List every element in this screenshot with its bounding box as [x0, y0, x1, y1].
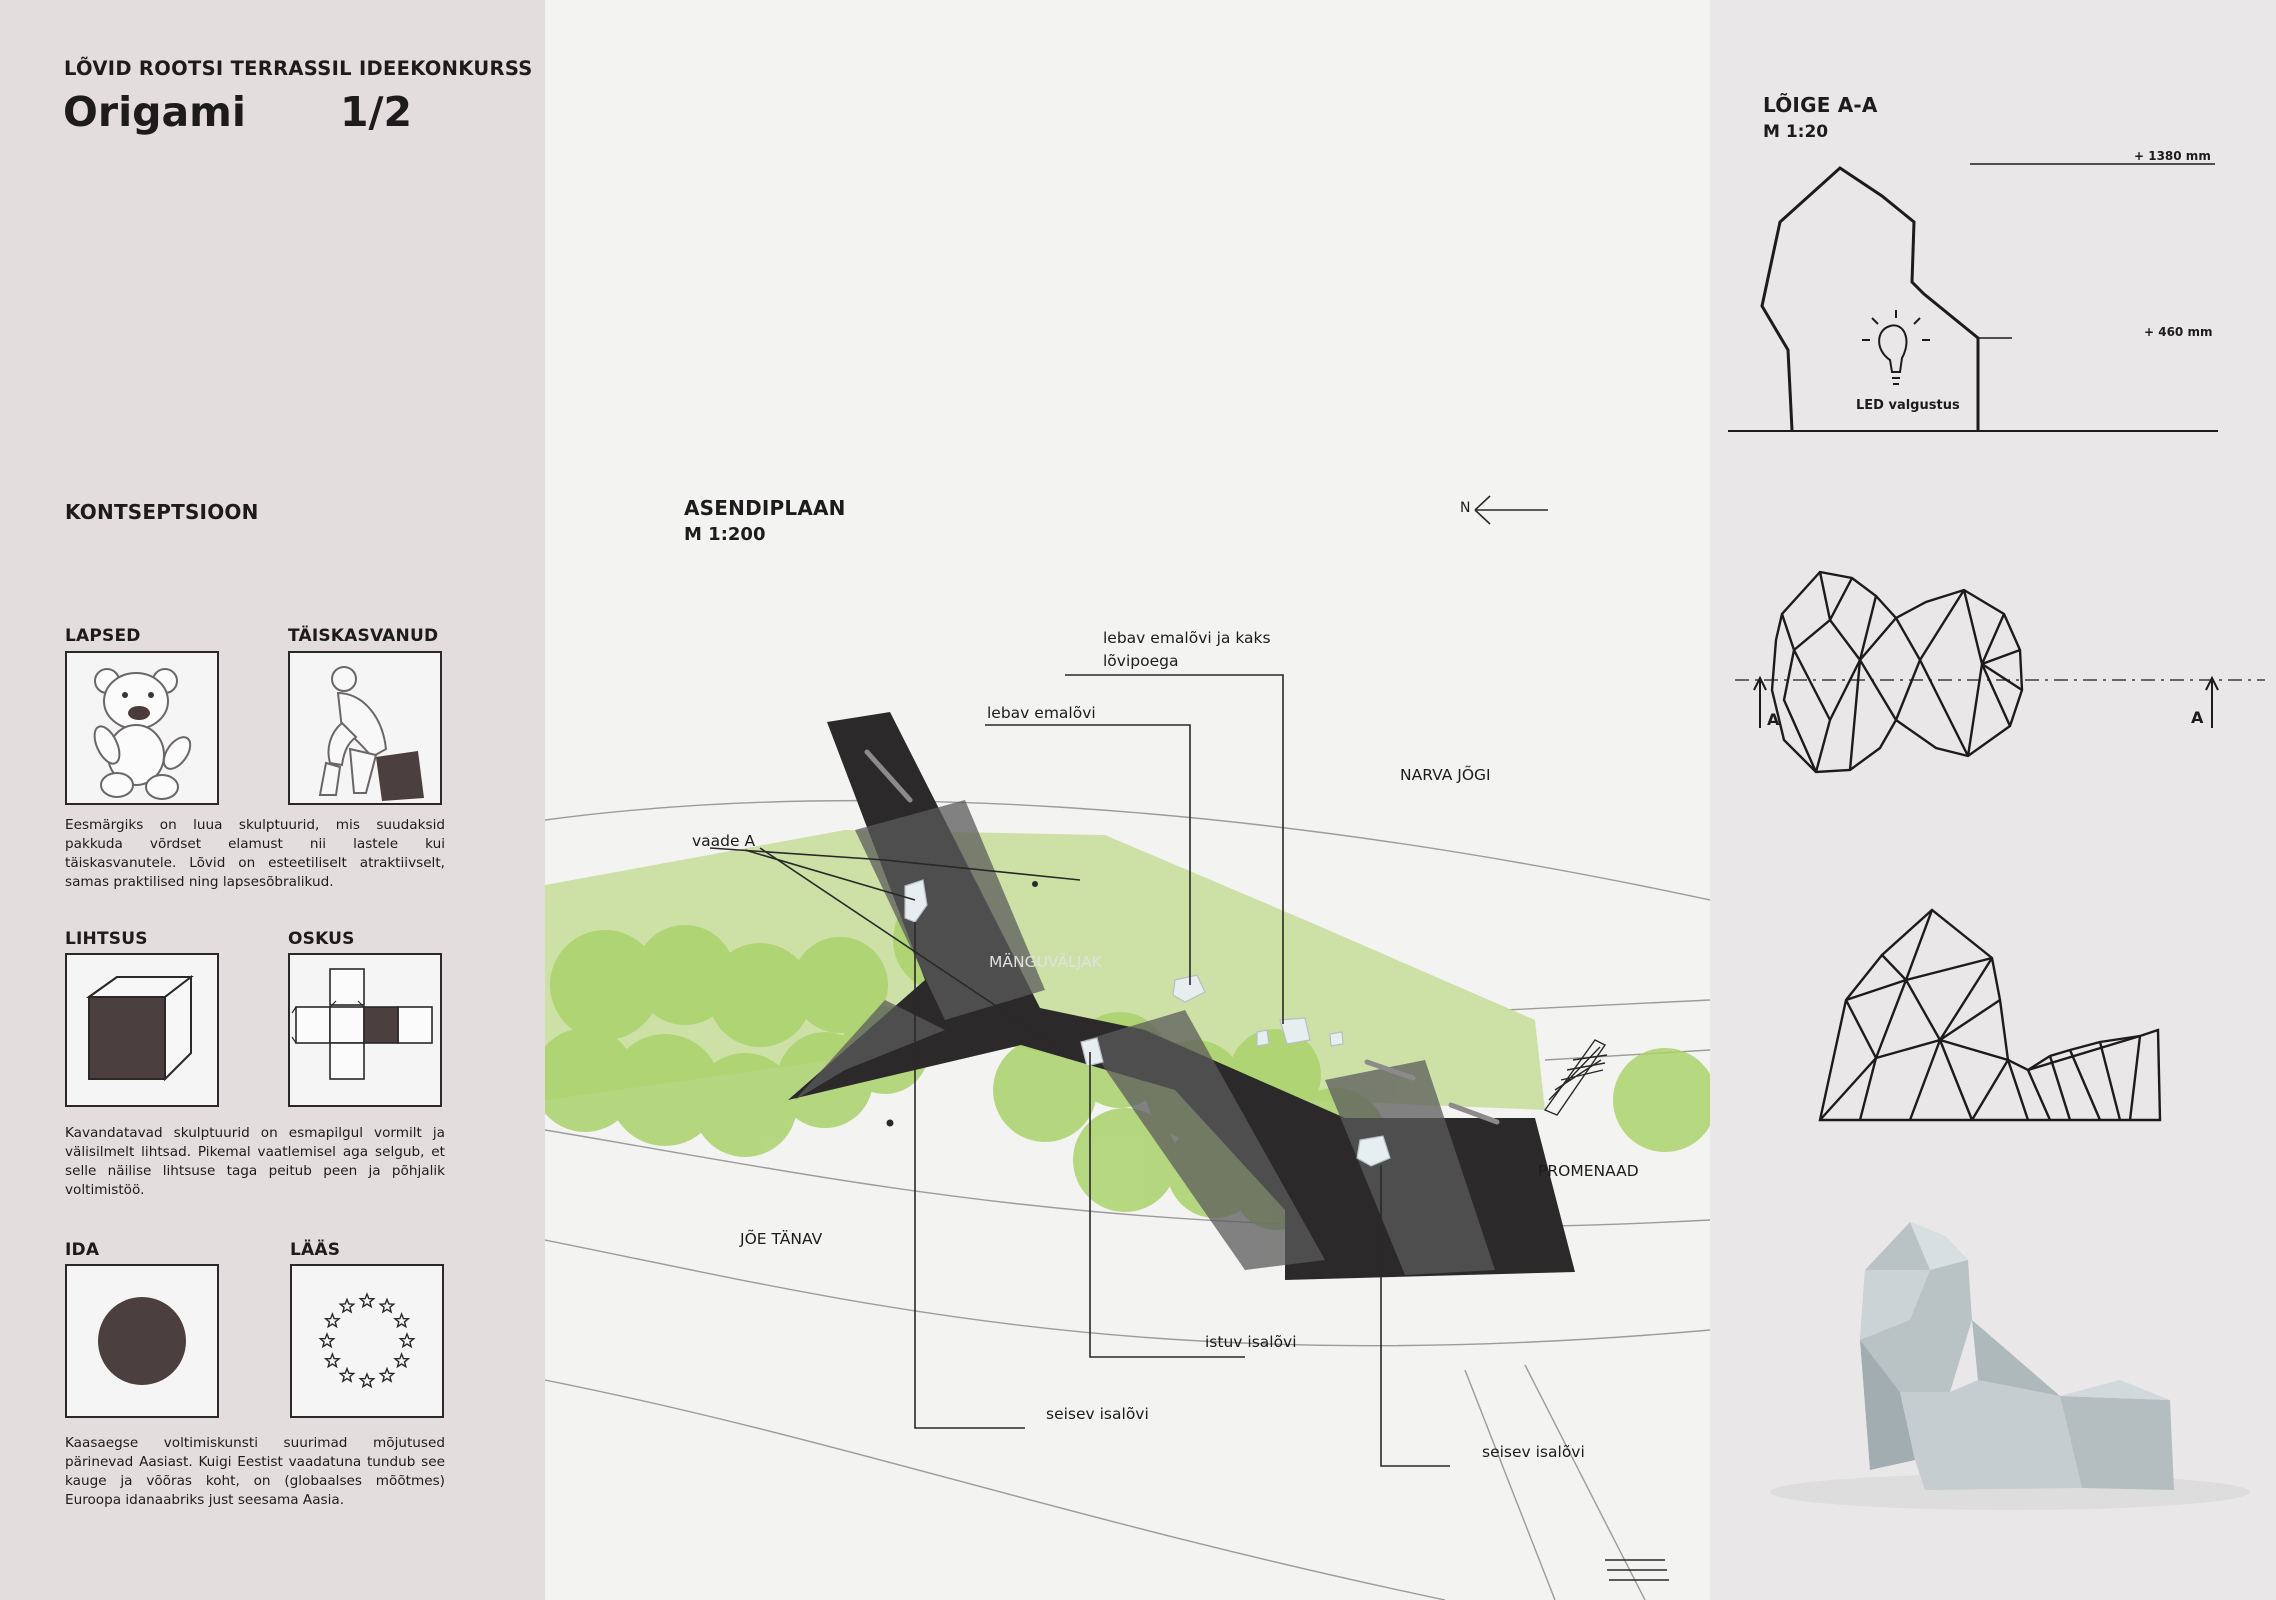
star [323, 1352, 341, 1369]
benches [864, 749, 1500, 1125]
label-oskus: OSKUS [288, 929, 355, 949]
dim-mid: + 460 mm [2144, 325, 2213, 339]
competition-title: LÕVID ROOTSI TERRASSIL IDEEKONKURSS [64, 57, 533, 80]
lion-cub-1 [1256, 1029, 1270, 1047]
section-panel: LÕIGE A-A M 1:20 [1710, 0, 2276, 1600]
label-lihtsus: LIHTSUS [65, 929, 148, 949]
concept-text-1: Eesmärgiks on luua skulptuurid, mis suud… [65, 817, 445, 890]
teddy-bear-icon [93, 668, 192, 800]
dim-top: + 1380 mm [2134, 149, 2211, 163]
concept-heading: KONTSEPTSIOON [65, 500, 259, 524]
star [338, 1297, 356, 1314]
label-standing-male-2: seisev isalõvi [1482, 1443, 1585, 1461]
road-lines [545, 799, 1710, 1600]
north-arrow [1474, 495, 1548, 525]
circle-icon [98, 1297, 186, 1385]
section-outline [1760, 166, 1980, 431]
site-plan-drawing [545, 495, 1710, 1600]
star [393, 1312, 411, 1329]
lion-cub-2 [1329, 1031, 1344, 1047]
site-plan-panel: ASENDIPLAAN M 1:200 N NARVA JÕGI MÄNGUVÄ… [545, 0, 1710, 1600]
cut-label-right: A [2191, 708, 2204, 727]
lion-standing-1 [904, 879, 928, 923]
label-lapsed: LAPSED [65, 626, 141, 646]
lion-lying-mother-cubs [1279, 1017, 1311, 1045]
label-view-a: vaade A [692, 832, 756, 850]
laas-box [290, 1264, 444, 1418]
label-street: JÕE TÄNAV [740, 1230, 823, 1248]
leader-lines [709, 674, 1450, 1467]
project-title: Origami [63, 88, 246, 136]
stairs [1543, 1039, 1669, 1581]
label-playground: MÄNGUVÄLJAK [989, 953, 1102, 971]
view-cones [795, 800, 1495, 1275]
lion-lying-mother [1172, 974, 1206, 1003]
cube-icon [85, 974, 194, 1082]
star [318, 1332, 336, 1349]
section-scale: M 1:20 [1763, 122, 1829, 142]
ida-box [65, 1264, 219, 1418]
cut-label-left: A [1767, 710, 1780, 729]
lion-render [1770, 1222, 2250, 1510]
section-title: LÕIGE A-A [1763, 93, 1878, 117]
label-standing-male-1: seisev isalõvi [1046, 1405, 1149, 1423]
cube-box [65, 953, 219, 1107]
section-drawings [1728, 163, 2265, 1510]
star [393, 1352, 411, 1369]
lion-top-view [1770, 570, 2024, 774]
star [358, 1292, 376, 1309]
thinker-box [288, 651, 442, 805]
lion-sculptures [904, 879, 1391, 1167]
thinker-statue-icon [318, 666, 424, 801]
label-sitting-male: istuv isalõvi [1205, 1333, 1297, 1351]
star [338, 1366, 356, 1383]
label-taiskasvanud: TÄISKASVANUD [288, 626, 439, 646]
star [358, 1372, 376, 1389]
cube-net-box [288, 953, 442, 1107]
north-label: N [1460, 500, 1471, 516]
star [398, 1332, 416, 1349]
concept-text-2: Kavandatavad skulptuurid on esmapilgul v… [65, 1125, 445, 1198]
light-bulb-icon [1862, 310, 1930, 385]
cube-net-icon [291, 968, 433, 1080]
star [378, 1366, 396, 1383]
label-laas: LÄÄS [290, 1240, 341, 1260]
lion-sitting [1080, 1037, 1104, 1067]
site-plan-title: ASENDIPLAAN [684, 496, 846, 520]
star [323, 1312, 341, 1329]
label-river: NARVA JÕGI [1400, 766, 1491, 784]
site-plan-scale: M 1:200 [684, 524, 766, 545]
star [378, 1297, 396, 1314]
concept-text-3: Kaasaegse voltimiskunsti suurimad mõjutu… [65, 1435, 445, 1508]
label-ida: IDA [65, 1240, 100, 1260]
label-promenade: PROMENAAD [1538, 1162, 1639, 1180]
page-number: 1/2 [340, 88, 413, 136]
lion-standing-2 [1356, 1135, 1391, 1167]
label-lying-mother: lebav emalõvi [987, 704, 1096, 722]
lion-side-view [1818, 908, 2162, 1122]
teddy-bear-box [65, 651, 219, 805]
label-lying-mother-cubs: lebav emalõvi ja kaks lõvipoega [1103, 629, 1271, 670]
led-label: LED valgustus [1856, 398, 1960, 413]
eu-stars-icon [318, 1292, 416, 1389]
left-panel: LÕVID ROOTSI TERRASSIL IDEEKONKURSS Orig… [0, 0, 545, 1600]
